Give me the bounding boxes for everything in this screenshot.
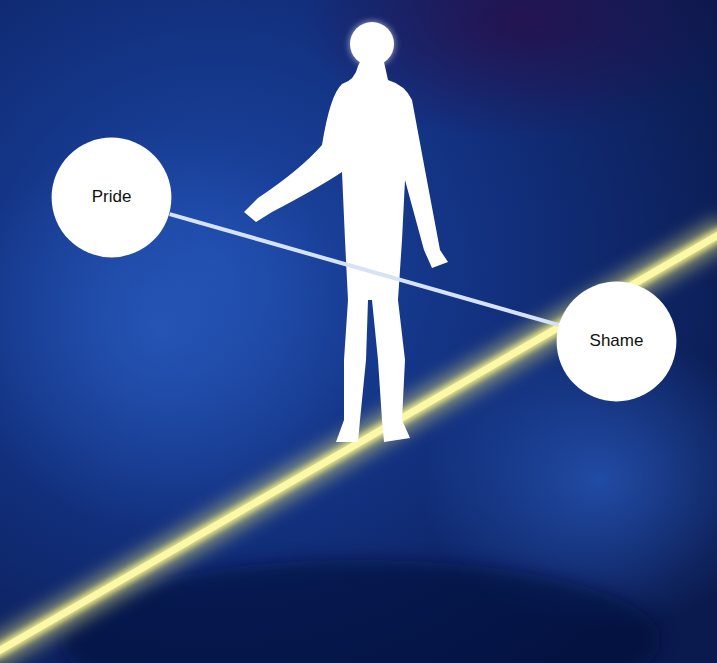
walker-head xyxy=(350,22,394,66)
circle-node: Shame xyxy=(556,281,677,402)
walker-body xyxy=(244,62,448,442)
node-label: Shame xyxy=(590,331,644,351)
circle-node: Pride xyxy=(51,137,172,258)
walker-silhouette xyxy=(244,22,448,442)
balance-pole xyxy=(170,214,559,325)
figure-glow xyxy=(349,21,395,67)
pole-line xyxy=(170,214,559,325)
node-label: Pride xyxy=(92,187,132,207)
circle-shape xyxy=(557,282,677,402)
circle-shape xyxy=(52,138,172,258)
